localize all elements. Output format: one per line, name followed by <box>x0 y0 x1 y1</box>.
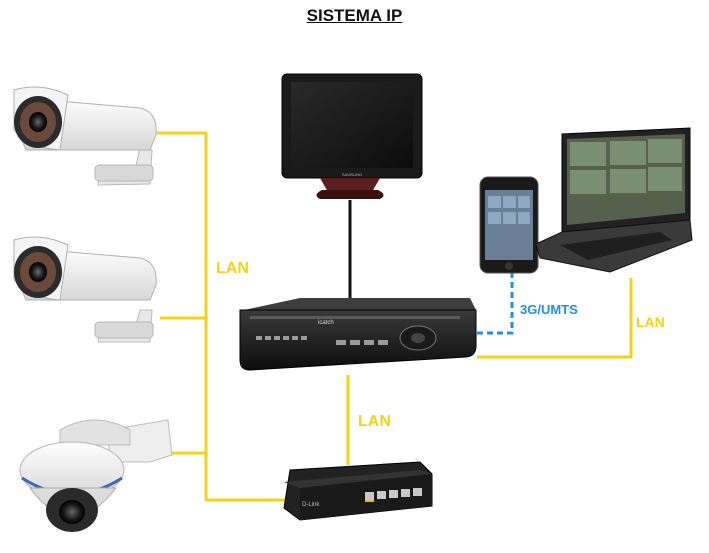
switch-brand: D-Link <box>302 502 320 508</box>
bullet-camera-1 <box>13 86 157 186</box>
dvr-brand: icatch <box>318 320 334 326</box>
dome-camera <box>19 419 173 532</box>
dvr-recorder: icatch <box>239 298 477 371</box>
lan-dvr-laptop <box>477 278 633 359</box>
smartphone <box>479 176 539 274</box>
lan-label-left: LAN <box>216 260 249 277</box>
laptop <box>535 127 693 273</box>
bullet-camera-2 <box>13 236 157 343</box>
lan-label-center: LAN <box>358 413 391 430</box>
monitor-brand: SAMSUNG <box>342 172 362 177</box>
lan-label-right: LAN <box>636 314 665 330</box>
network-switch: D-Link <box>283 461 433 521</box>
page-title: SISTEMA IP <box>306 6 403 25</box>
monitor: SAMSUNG <box>281 73 423 199</box>
mobile-link-label: 3G/UMTS <box>520 302 578 317</box>
lan-lines <box>157 131 633 502</box>
mobile-link-line <box>477 270 514 335</box>
